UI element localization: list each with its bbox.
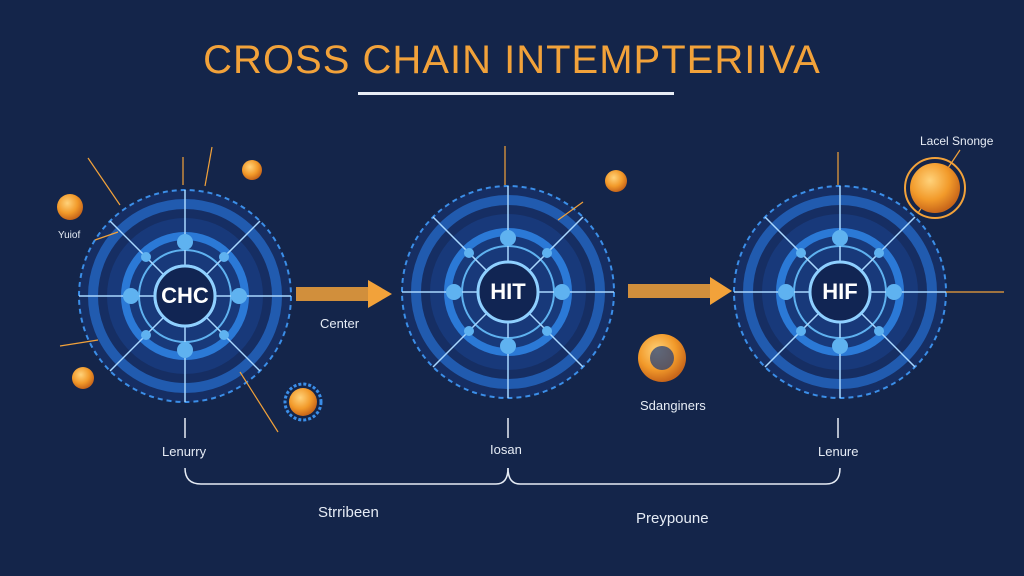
- side-label-left: Yuiof: [58, 230, 81, 241]
- coin-icon: [910, 163, 960, 213]
- hub-1-node: [219, 252, 229, 262]
- page-title: CROSS CHAIN INTEMPTERIIVA: [203, 38, 821, 82]
- hub-1-node: [141, 330, 151, 340]
- hub-2-node: [554, 284, 570, 300]
- hub-3-node: [778, 284, 794, 300]
- arrow-1: [296, 280, 392, 308]
- hub-2-node: [464, 326, 474, 336]
- hub-2-node: [446, 284, 462, 300]
- hub-2-label: HIT: [490, 279, 526, 304]
- hub-1-node: [123, 288, 139, 304]
- hub-2-node: [542, 248, 552, 258]
- stem-lines: [184, 418, 839, 438]
- hub-2-bottom-label: Iosan: [490, 442, 522, 457]
- hub-1-label: CHC: [161, 283, 209, 308]
- hub-2-node: [542, 326, 552, 336]
- coin-icon: [605, 170, 627, 192]
- hub-3-node: [886, 284, 902, 300]
- coin-icon: [289, 388, 317, 416]
- hub-2: [401, 185, 615, 399]
- bottom-brackets: [184, 467, 841, 485]
- coin-icon: [72, 367, 94, 389]
- title-underline: [358, 92, 674, 95]
- coin-icon: [57, 194, 83, 220]
- hub-3-node: [832, 230, 848, 246]
- hub-3-label: HIF: [822, 279, 858, 304]
- hub-3: [733, 185, 947, 399]
- hub-1-bottom-label: Lenurry: [162, 444, 207, 459]
- hub-2-node: [500, 230, 516, 246]
- coin-icon: [242, 160, 262, 180]
- hub-3-node: [832, 338, 848, 354]
- hub-3-node: [796, 248, 806, 258]
- hub-3-node: [874, 248, 884, 258]
- hub-1-node: [141, 252, 151, 262]
- bracket-left-label: Strribeen: [318, 504, 379, 521]
- hub-3-core: [808, 260, 872, 324]
- hub-2-node: [464, 248, 474, 258]
- hub-3-node: [874, 326, 884, 336]
- arrow-1-label: Center: [320, 316, 360, 331]
- arrow-2-label: Sdanginers: [640, 398, 706, 413]
- bracket-right-label: Preypoune: [636, 510, 709, 527]
- hub-3-bottom-label: Lenure: [818, 444, 859, 459]
- hub-1-node: [177, 342, 193, 358]
- arrow-2: [628, 277, 732, 305]
- hub-1-node: [231, 288, 247, 304]
- hub-3-node: [796, 326, 806, 336]
- coin-icons: [57, 157, 966, 422]
- hub-1-node: [219, 330, 229, 340]
- hub-1-node: [177, 234, 193, 250]
- side-label-top-right: Lacel Snonge: [920, 134, 994, 148]
- hub-2-node: [500, 338, 516, 354]
- hub-1: [78, 189, 292, 403]
- hub-2-core: [476, 260, 540, 324]
